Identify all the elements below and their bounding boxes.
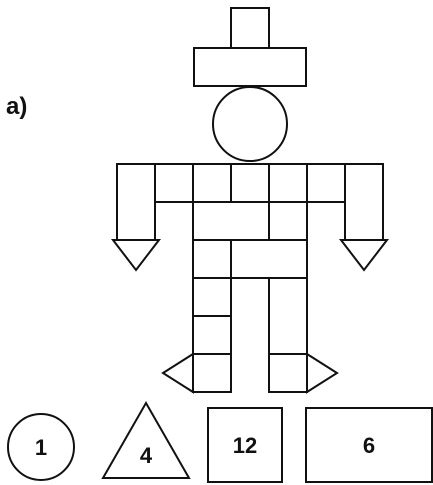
- part-label: a): [6, 93, 27, 120]
- legend-circle: [7, 413, 75, 481]
- left-foot-triangle: [161, 352, 194, 394]
- left-leg-square-1: [192, 277, 232, 317]
- legend-rectangle: [305, 407, 433, 483]
- hip-rectangle: [230, 239, 308, 279]
- shape-count-legend: 1 4 12 6: [7, 400, 433, 483]
- legend-rectangle-count: 6: [363, 433, 375, 458]
- legend-square-count: 12: [233, 433, 257, 458]
- right-foot-triangle: [306, 352, 339, 394]
- head-circle: [212, 86, 288, 162]
- legend-circle-count: 1: [35, 435, 47, 460]
- right-foot-square: [268, 353, 308, 393]
- hat-brim-rectangle: [193, 47, 307, 87]
- left-leg-square-2: [192, 315, 232, 355]
- hip-square: [192, 239, 232, 279]
- right-hand-triangle: [338, 239, 390, 272]
- left-foot-square: [192, 353, 232, 393]
- shoulder-square-1: [154, 163, 194, 203]
- hat-top-square: [230, 7, 270, 49]
- shoulder-square-5: [306, 163, 346, 203]
- legend-square: [207, 407, 283, 483]
- left-arm-rectangle: [116, 163, 156, 241]
- left-hand-triangle: [110, 239, 162, 272]
- shoulder-square-3: [230, 163, 270, 203]
- shoulder-square-4: [268, 163, 308, 203]
- legend-triangle: [101, 400, 191, 479]
- right-leg-rectangle: [268, 277, 308, 355]
- robot-figure: [110, 7, 390, 394]
- torso-square: [268, 201, 308, 241]
- right-arm-rectangle: [344, 163, 384, 241]
- legend-triangle-count: 4: [140, 443, 153, 468]
- shoulder-square-2: [192, 163, 232, 203]
- torso-rectangle: [192, 201, 270, 241]
